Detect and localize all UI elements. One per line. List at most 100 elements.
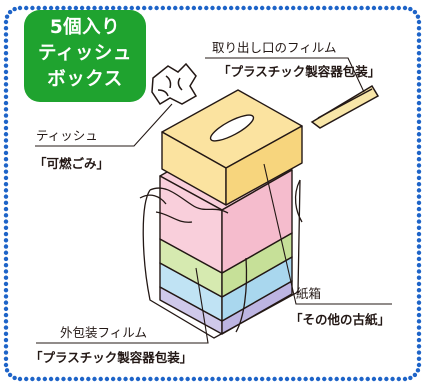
border-dot	[154, 5, 159, 11]
border-dot	[416, 350, 422, 355]
border-dot	[416, 113, 422, 118]
border-dot	[353, 376, 358, 382]
border-dot	[3, 57, 9, 62]
border-dot	[185, 5, 190, 11]
border-dot	[416, 144, 422, 149]
border-dot	[3, 132, 9, 137]
border-dot	[340, 376, 346, 382]
border-dot	[48, 376, 54, 382]
border-dot	[416, 82, 422, 87]
border-dot	[247, 376, 252, 382]
border-dot	[210, 376, 215, 382]
border-dot	[416, 175, 422, 181]
border-dot	[390, 376, 395, 382]
border-dot	[73, 376, 79, 382]
border-dot	[297, 376, 302, 382]
border-dot	[416, 107, 422, 112]
tissue-label: ティッシュ	[36, 128, 98, 143]
border-dot	[204, 5, 209, 11]
border-dot	[291, 5, 296, 11]
border-dot	[3, 294, 9, 299]
border-dot	[210, 5, 215, 11]
border-dot	[3, 356, 9, 361]
border-dot	[117, 376, 122, 382]
border-dot	[359, 376, 364, 382]
border-dot	[61, 376, 66, 382]
border-dot	[416, 319, 422, 324]
border-dot	[129, 376, 134, 382]
border-dot	[272, 376, 277, 382]
opening-film-illustration	[310, 84, 380, 129]
border-dot	[416, 26, 422, 31]
border-dot	[3, 256, 9, 262]
border-dot	[416, 231, 422, 237]
border-dot	[334, 376, 339, 382]
border-dot	[416, 75, 422, 81]
border-dot	[416, 294, 422, 299]
border-dot	[328, 5, 333, 11]
border-dot	[412, 372, 418, 378]
border-dot	[416, 250, 422, 255]
border-dot	[110, 376, 116, 382]
border-dot	[416, 362, 422, 368]
border-dot	[86, 5, 91, 11]
border-dot	[92, 376, 97, 382]
border-dot	[3, 269, 9, 274]
paper-box-label: 紙箱	[296, 286, 322, 301]
border-dot	[197, 376, 203, 382]
border-dot	[4, 14, 10, 19]
border-dot	[24, 5, 29, 11]
border-dot	[3, 32, 9, 37]
border-dot	[247, 5, 252, 11]
border-dot	[12, 375, 17, 381]
border-dot	[377, 5, 383, 11]
border-dot	[117, 5, 122, 11]
border-dot	[3, 63, 9, 68]
border-dot	[322, 376, 327, 382]
border-dot	[416, 244, 422, 249]
border-dot	[309, 5, 315, 11]
border-dot	[79, 376, 85, 382]
border-dot	[396, 5, 401, 11]
border-dot	[416, 138, 422, 143]
border-dot	[7, 372, 13, 378]
border-dot	[3, 319, 9, 324]
border-dot	[216, 376, 221, 382]
border-dot	[3, 337, 9, 343]
border-dot	[416, 169, 422, 174]
border-dot	[160, 5, 166, 11]
border-dot	[3, 231, 9, 237]
border-dot	[3, 194, 9, 199]
border-dot	[3, 69, 9, 75]
border-dot	[416, 157, 422, 162]
border-dot	[253, 5, 259, 11]
border-dot	[12, 6, 17, 12]
border-dot	[416, 150, 422, 156]
border-dot	[36, 376, 41, 382]
border-dot	[3, 325, 9, 330]
border-dot	[173, 5, 178, 11]
border-dot	[359, 5, 364, 11]
film-inside-label: 取り出し口のフィルム	[212, 40, 337, 55]
border-dot	[129, 5, 134, 11]
border-dot	[42, 376, 48, 382]
border-dot	[67, 376, 72, 382]
border-dot	[284, 376, 290, 382]
border-dot	[3, 250, 9, 255]
border-dot	[197, 5, 203, 11]
border-dot	[104, 376, 110, 382]
border-dot	[3, 163, 9, 168]
border-dot	[416, 275, 422, 280]
border-dot	[3, 138, 9, 143]
border-dot	[148, 5, 153, 11]
border-dot	[235, 376, 240, 382]
border-dot	[160, 376, 166, 382]
border-dot	[3, 350, 9, 355]
border-dot	[123, 376, 128, 382]
border-dot	[416, 32, 422, 37]
border-dot	[415, 368, 421, 373]
border-dot	[67, 5, 72, 11]
border-dot	[291, 376, 296, 382]
border-dot	[416, 287, 422, 293]
